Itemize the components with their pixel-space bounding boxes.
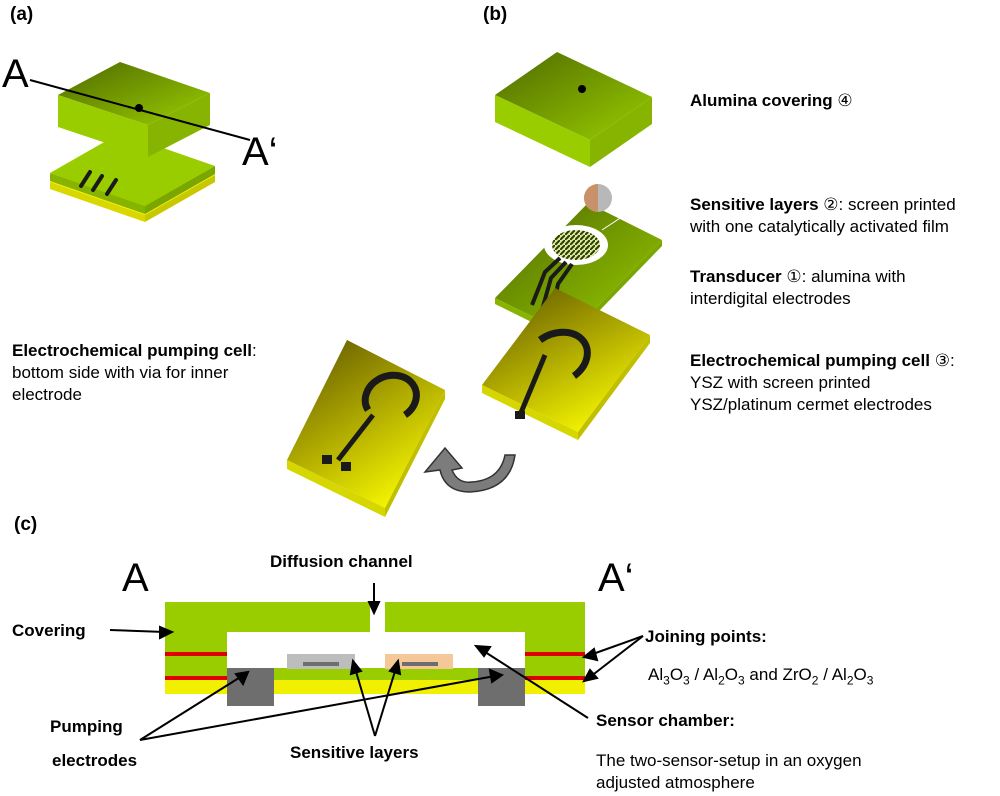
label-sensitive-layers-c: Sensitive layers [290, 743, 419, 762]
label-sensor-chamber: Sensor chamber: [596, 711, 735, 730]
label-title: Sensitive layers [690, 195, 819, 214]
section-marker-a: A [2, 52, 29, 96]
label-pumping-electrodes-2: electrodes [52, 751, 138, 770]
label-title: Alumina covering [690, 91, 833, 110]
label-pumping-cell: Electrochemical pumping cell ③: YSZ with… [690, 350, 955, 416]
panel-label-a: (a) [10, 4, 34, 25]
transducer-plate [495, 184, 662, 341]
label-text: YSZ with screen printed [690, 373, 871, 392]
label-number: ③ [934, 351, 950, 370]
chem-sub: 3 [738, 673, 745, 688]
panel-label-b: (b) [483, 4, 508, 25]
leader-lines [109, 583, 644, 741]
label-joining-materials: Al3O3 / Al2O3 and ZrO2 / Al2O3 [648, 664, 873, 691]
chem-text: Al [702, 665, 719, 684]
label-text: electrode [12, 385, 82, 404]
section-marker-a-prime: A‘ [242, 130, 278, 174]
label-text: with one catalytically activated film [690, 217, 949, 236]
chem-text: O [853, 665, 867, 684]
flip-arrow [423, 446, 516, 493]
label-text: : [251, 341, 257, 360]
label-sensitive-layers: Sensitive layers ②: screen printed with … [690, 194, 956, 238]
label-number: ④ [837, 91, 853, 110]
cross-section [165, 602, 585, 706]
label-alumina-covering: Alumina covering ④ [690, 90, 853, 112]
pumping-cell-bottom [287, 340, 445, 517]
label-text: bottom side with via for inner [12, 363, 229, 382]
chem-sub: 2 [846, 673, 854, 688]
section-marker-c-a-prime: A‘ [598, 556, 634, 600]
label-text: : alumina with [801, 267, 906, 286]
pumping-cell-top [482, 288, 650, 440]
label-text: : [949, 351, 955, 370]
label-covering: Covering [12, 621, 86, 640]
chem-text: Al [648, 665, 664, 684]
label-title: Electrochemical pumping cell [690, 351, 930, 370]
chem-sub: 3 [683, 673, 690, 688]
label-pumping-cell-bottom: Electrochemical pumping cell: bottom sid… [12, 340, 257, 406]
chem-sub: 2 [811, 673, 819, 688]
label-diffusion-channel: Diffusion channel [270, 552, 413, 571]
label-text: interdigital electrodes [690, 289, 851, 308]
label-sensor-chamber-desc: The two-sensor-setup in an oxygen adjust… [596, 750, 862, 794]
label-pumping-electrodes-1: Pumping [50, 717, 123, 736]
chem-text: O [724, 665, 739, 684]
panel-label-c: (c) [14, 514, 38, 535]
label-text: adjusted atmosphere [596, 773, 755, 792]
alumina-covering-plate [495, 52, 652, 167]
chem-sub: 3 [866, 673, 874, 688]
section-marker-c-a: A [122, 556, 149, 600]
label-number: ② [823, 195, 839, 214]
label-number: ① [786, 267, 802, 286]
label-text: YSZ/platinum cermet electrodes [690, 395, 932, 414]
label-title: Electrochemical pumping cell [12, 341, 252, 360]
chem-text: / [689, 665, 703, 684]
chem-text: and ZrO [744, 665, 812, 684]
chem-sub: 3 [663, 673, 670, 688]
label-text: : screen printed [838, 195, 956, 214]
chem-text: O [669, 665, 684, 684]
label-title: Transducer [690, 267, 782, 286]
label-transducer: Transducer ①: alumina with interdigital … [690, 266, 906, 310]
panel-a-stack [29, 62, 251, 222]
chem-sub: 2 [718, 673, 725, 688]
label-text: The two-sensor-setup in an oxygen [596, 751, 862, 770]
label-joining-points: Joining points: [645, 627, 767, 646]
chem-text: / [818, 665, 832, 684]
chem-text: Al [831, 665, 847, 684]
